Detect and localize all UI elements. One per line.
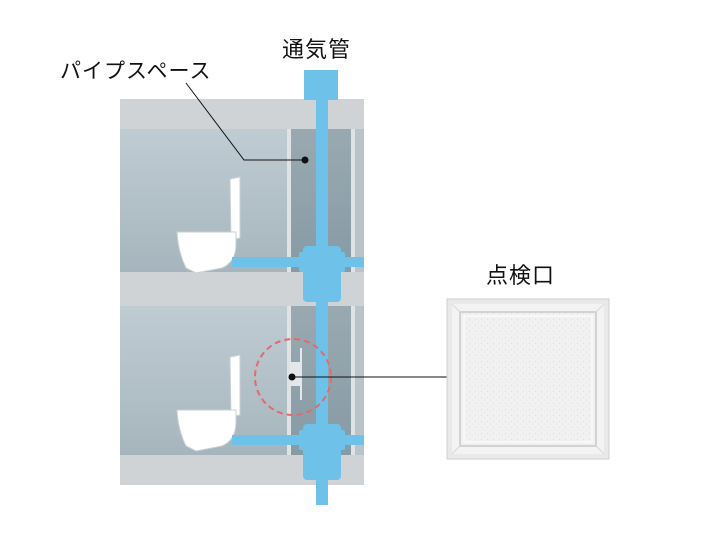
drain-pipe-upper	[232, 257, 364, 267]
pipe-space-label: パイプスペース	[60, 59, 212, 83]
vent-pipe-label: 通気管	[282, 38, 352, 63]
drain-pipe-lower	[232, 435, 364, 445]
outer-strip-lower	[355, 306, 364, 455]
toilet-upper	[176, 176, 241, 274]
toilet-lower	[176, 354, 241, 452]
vent-pipe-cap	[304, 70, 338, 100]
shaft-wall-right-lower	[351, 306, 355, 455]
pipe-space-leader-dot	[301, 156, 309, 164]
pipe-space-leader-line	[185, 82, 305, 161]
pipe-joint-upper-left	[299, 252, 307, 272]
shaft-wall-left-upper	[287, 129, 291, 272]
pipe-joint-upper-right	[337, 252, 345, 272]
shaft-wall-right-upper	[351, 129, 355, 272]
access-hatch	[290, 348, 302, 400]
pipe-joint-lower-left	[299, 430, 307, 450]
leader-lines	[185, 82, 452, 378]
pipe-joint-lower-right	[337, 430, 345, 450]
access-panel-label: 点検口	[486, 264, 556, 289]
pipe-joint-upper	[303, 246, 341, 302]
shaft-wall-left-lower	[287, 306, 291, 455]
pipe-joint-lower	[303, 424, 341, 480]
access-panel-photo	[446, 298, 610, 460]
outer-strip-upper	[355, 129, 364, 272]
access-panel-leader-dot	[288, 373, 296, 381]
